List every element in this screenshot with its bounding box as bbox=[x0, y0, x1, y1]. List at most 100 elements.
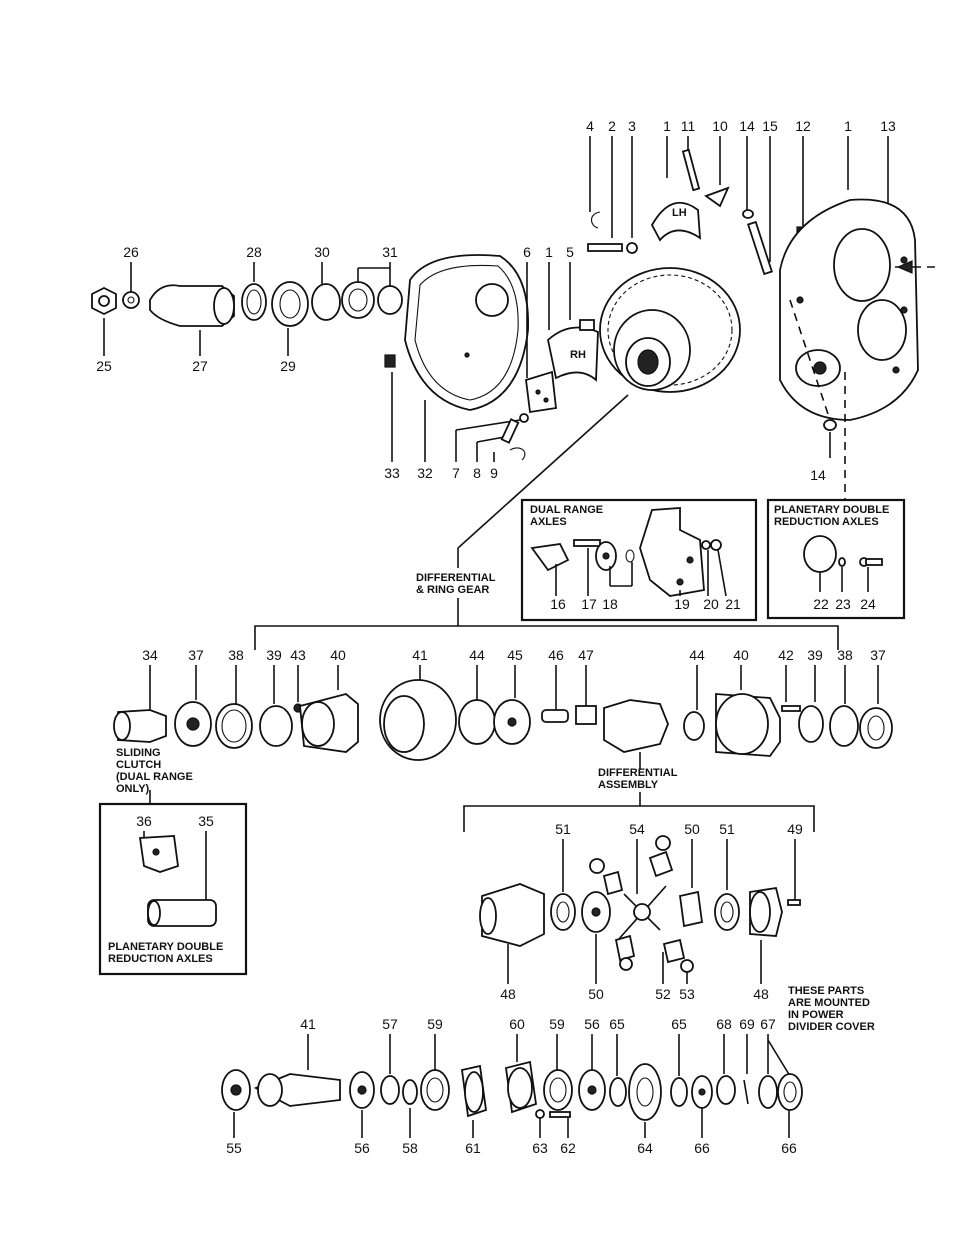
callout-30: 30 bbox=[314, 244, 330, 260]
callouts-assembly: 51 54 50 51 49 48 50 52 53 48 bbox=[500, 821, 803, 1002]
part-1-cap-lh bbox=[650, 201, 702, 242]
parts-dual-range bbox=[530, 507, 722, 597]
dual-range-title-1: DUAL RANGE bbox=[530, 504, 603, 516]
callouts-planetary-top: 22 23 24 bbox=[813, 596, 876, 612]
callout-17: 17 bbox=[581, 596, 597, 612]
callout-25: 25 bbox=[96, 358, 112, 374]
sliding-label-4: ONLY) bbox=[116, 783, 150, 795]
diff-asm-label-2: ASSEMBLY bbox=[598, 779, 659, 791]
parts-planetary-left bbox=[138, 831, 217, 927]
callout-28: 28 bbox=[246, 244, 262, 260]
callout-34: 34 bbox=[142, 647, 158, 663]
planetary-top-title-2: REDUCTION AXLES bbox=[774, 516, 879, 528]
callout-63: 63 bbox=[532, 1140, 548, 1156]
callout-20: 20 bbox=[703, 596, 719, 612]
callout-13: 13 bbox=[880, 118, 896, 134]
part-14-plug-b bbox=[823, 419, 837, 431]
callout-27: 27 bbox=[192, 358, 208, 374]
callout-44a: 44 bbox=[469, 647, 485, 663]
callout-37a: 37 bbox=[188, 647, 204, 663]
diff-ring-label-2: & RING GEAR bbox=[416, 584, 489, 596]
bracket-diff-asm bbox=[463, 805, 815, 832]
callout-37b: 37 bbox=[870, 647, 886, 663]
callout-38a: 38 bbox=[228, 647, 244, 663]
note-line-2: ARE MOUNTED bbox=[788, 997, 870, 1009]
carrier-housing bbox=[779, 198, 935, 421]
callout-15: 15 bbox=[762, 118, 778, 134]
callout-39a: 39 bbox=[266, 647, 282, 663]
callout-66b: 66 bbox=[781, 1140, 797, 1156]
mount-note: THESE PARTS ARE MOUNTED IN POWER DIVIDER… bbox=[788, 985, 875, 1033]
parts-diff-row bbox=[113, 679, 893, 761]
callout-36: 36 bbox=[136, 813, 152, 829]
callout-21: 21 bbox=[725, 596, 741, 612]
callout-58: 58 bbox=[402, 1140, 418, 1156]
callout-55: 55 bbox=[226, 1140, 242, 1156]
callout-8: 8 bbox=[473, 465, 481, 481]
diff-ring-label-1: DIFFERENTIAL bbox=[416, 572, 496, 584]
callout-29: 29 bbox=[280, 358, 296, 374]
callout-10: 10 bbox=[712, 118, 728, 134]
callout-64: 64 bbox=[637, 1140, 653, 1156]
callout-18: 18 bbox=[602, 596, 618, 612]
callout-43: 43 bbox=[290, 647, 306, 663]
callout-41a: 41 bbox=[412, 647, 428, 663]
dashed-guides bbox=[789, 299, 846, 500]
parts-assembly bbox=[479, 835, 801, 973]
callout-14b: 14 bbox=[810, 467, 826, 483]
callout-54: 54 bbox=[629, 821, 645, 837]
note-line-4: DIVIDER COVER bbox=[788, 1021, 875, 1033]
callout-40a: 40 bbox=[330, 647, 346, 663]
callouts-left: 26 28 30 31 25 27 29 bbox=[96, 244, 398, 374]
part-14-plug-a bbox=[742, 209, 754, 219]
callout-51b: 51 bbox=[719, 821, 735, 837]
callout-16: 16 bbox=[550, 596, 566, 612]
callout-9: 9 bbox=[490, 465, 498, 481]
note-line-1: THESE PARTS bbox=[788, 985, 864, 997]
callout-35: 35 bbox=[198, 813, 214, 829]
callout-23: 23 bbox=[835, 596, 851, 612]
callout-53: 53 bbox=[679, 986, 695, 1002]
sliding-label-1: SLIDING bbox=[116, 747, 161, 759]
callout-40b: 40 bbox=[733, 647, 749, 663]
callout-44b: 44 bbox=[689, 647, 705, 663]
callout-67: 67 bbox=[760, 1016, 776, 1032]
parts-mid: RH bbox=[500, 319, 599, 461]
callouts-dual: 16 17 18 19 20 21 bbox=[550, 596, 741, 612]
callout-48b: 48 bbox=[753, 986, 769, 1002]
callout-50b: 50 bbox=[588, 986, 604, 1002]
part-4-clip bbox=[590, 211, 601, 229]
callout-51a: 51 bbox=[555, 821, 571, 837]
callout-57: 57 bbox=[382, 1016, 398, 1032]
diff-asm-label-1: DIFFERENTIAL bbox=[598, 767, 678, 779]
callout-56a: 56 bbox=[584, 1016, 600, 1032]
callout-5: 5 bbox=[566, 244, 574, 260]
callout-7: 7 bbox=[452, 465, 460, 481]
callout-1b: 1 bbox=[844, 118, 852, 134]
callout-56b: 56 bbox=[354, 1140, 370, 1156]
callout-69: 69 bbox=[739, 1016, 755, 1032]
callout-60: 60 bbox=[509, 1016, 525, 1032]
callout-1c: 1 bbox=[545, 244, 553, 260]
callout-4: 4 bbox=[586, 118, 594, 134]
callout-39b: 39 bbox=[807, 647, 823, 663]
note-line-3: IN POWER bbox=[788, 1009, 844, 1021]
leaders-bottom bbox=[233, 1034, 791, 1138]
part-3-washer bbox=[626, 242, 638, 254]
callout-12: 12 bbox=[795, 118, 811, 134]
planetary-left-title-2: REDUCTION AXLES bbox=[108, 953, 213, 965]
callout-33: 33 bbox=[384, 465, 400, 481]
callouts-mid: 33 32 7 8 9 6 1 5 bbox=[384, 244, 574, 481]
callout-61: 61 bbox=[465, 1140, 481, 1156]
callout-45: 45 bbox=[507, 647, 523, 663]
leaders-planetary-top bbox=[819, 567, 869, 592]
callout-68: 68 bbox=[716, 1016, 732, 1032]
mark-rh: RH bbox=[570, 349, 586, 361]
part-15-stud bbox=[747, 220, 773, 276]
callout-47: 47 bbox=[578, 647, 594, 663]
differential-ring-gear bbox=[599, 267, 741, 393]
callout-65a: 65 bbox=[609, 1016, 625, 1032]
planetary-box-left bbox=[98, 802, 248, 976]
